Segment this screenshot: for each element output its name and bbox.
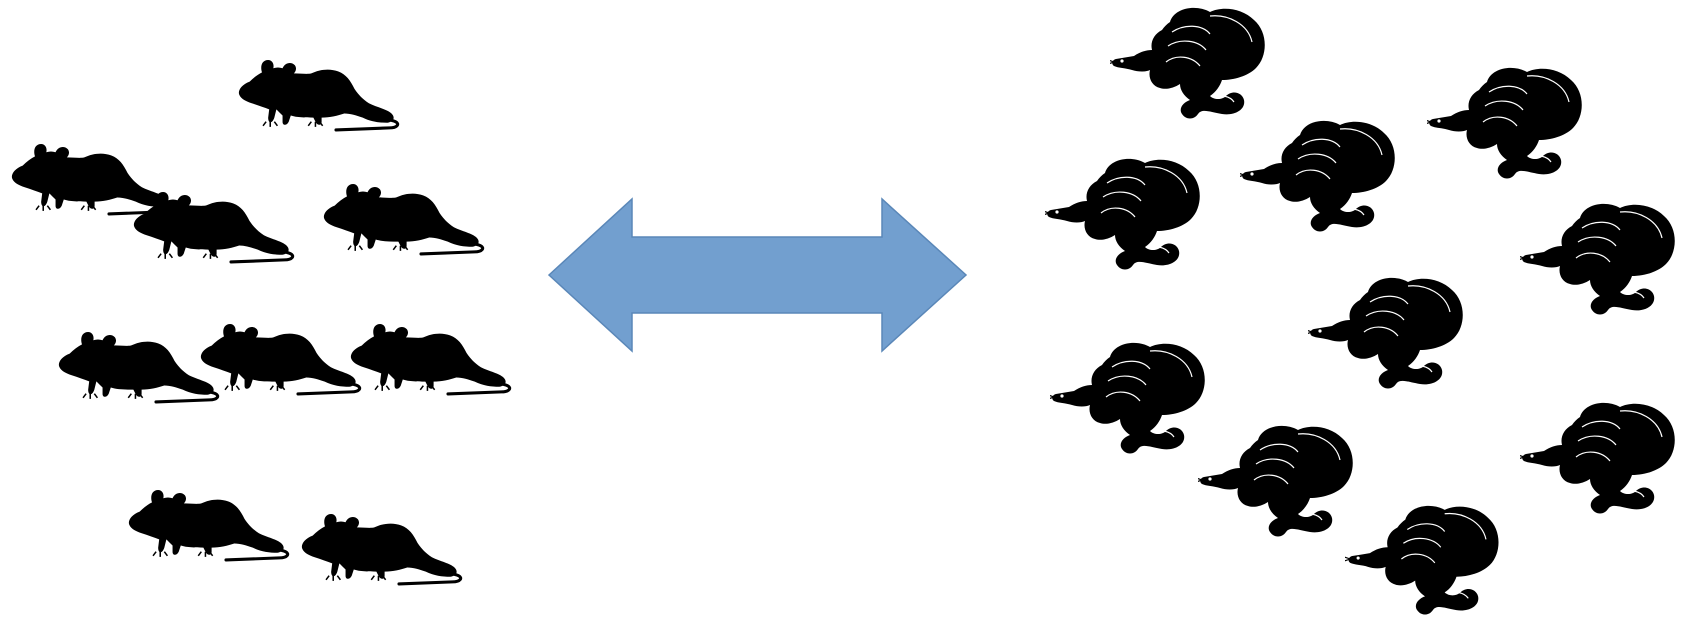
snake-icon [1110,7,1266,120]
mouse-icon [57,330,220,404]
snake-icon [1240,120,1396,233]
mouse-icon [10,142,173,216]
snake-icon [1520,203,1676,316]
snake-icon [1520,402,1676,515]
snake-icon [1050,342,1206,455]
snake-icon [1308,277,1464,390]
snakes-group [1045,7,1676,616]
mouse-icon [349,322,512,396]
snake-icon [1198,425,1354,538]
mouse-icon [300,512,463,586]
mouse-icon [199,322,362,396]
snake-icon [1345,505,1500,616]
snake-icon [1045,158,1201,271]
mouse-icon [132,190,295,264]
double-arrow-icon [547,197,968,353]
mouse-icon [127,488,290,562]
mouse-icon [237,58,400,132]
snake-icon [1427,67,1583,180]
mice-group [10,58,512,586]
mouse-icon [322,182,485,256]
